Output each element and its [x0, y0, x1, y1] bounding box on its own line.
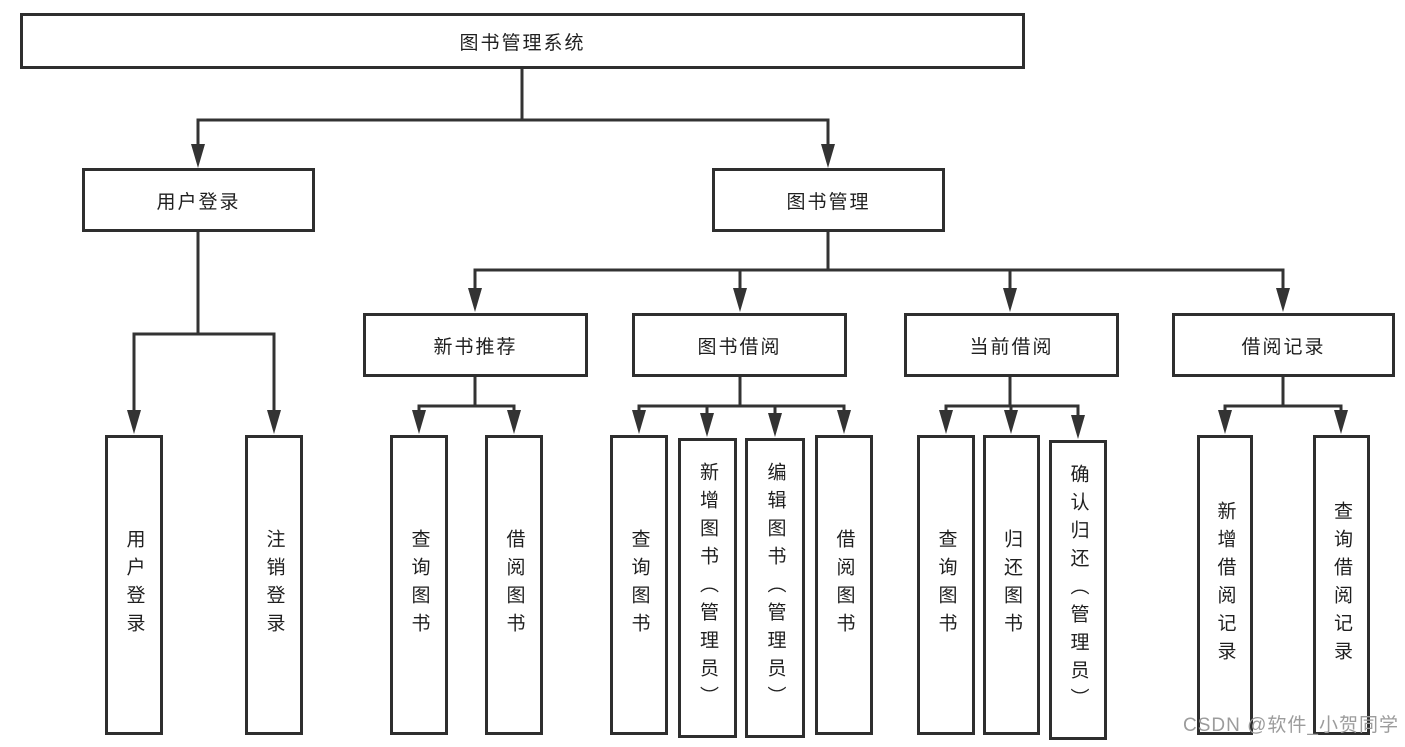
- leaf-user-login: 用户登录: [105, 435, 163, 735]
- node-current-borrow-label: 当前借阅: [969, 336, 1054, 358]
- leaf-add-borrow-record: 新增借阅记录: [1197, 435, 1253, 735]
- leaf-edit-book-admin-label: 编辑图书（管理员）: [764, 462, 786, 714]
- leaf-return-books-label: 归还图书: [1001, 529, 1022, 641]
- node-root-label: 图书管理系统: [459, 32, 586, 54]
- leaf-query-books-2: 查询图书: [610, 435, 668, 735]
- leaf-add-borrow-record-label: 新增借阅记录: [1214, 501, 1236, 669]
- leaf-add-book-admin: 新增图书（管理员）: [678, 438, 737, 738]
- node-book-borrow-label: 图书借阅: [697, 336, 782, 358]
- node-root: 图书管理系统: [20, 13, 1025, 69]
- leaf-logout: 注销登录: [245, 435, 303, 735]
- leaf-query-borrow-record-label: 查询借阅记录: [1331, 501, 1352, 669]
- leaf-add-book-admin-label: 新增图书（管理员）: [697, 462, 718, 714]
- leaf-borrow-books-1-label: 借阅图书: [503, 529, 525, 641]
- node-book-borrow: 图书借阅: [632, 313, 847, 377]
- node-book-management: 图书管理: [712, 168, 945, 232]
- node-user-login: 用户登录: [82, 168, 315, 232]
- leaf-query-books-1: 查询图书: [390, 435, 448, 735]
- node-current-borrow: 当前借阅: [904, 313, 1119, 377]
- leaf-return-books: 归还图书: [983, 435, 1040, 735]
- node-user-login-label: 用户登录: [156, 191, 241, 213]
- leaf-confirm-return-admin: 确认归还（管理员）: [1049, 440, 1107, 740]
- node-book-management-label: 图书管理: [786, 191, 871, 213]
- leaf-edit-book-admin: 编辑图书（管理员）: [745, 438, 805, 738]
- node-borrow-records-label: 借阅记录: [1241, 336, 1326, 358]
- leaf-query-books-3: 查询图书: [917, 435, 975, 735]
- node-new-book-recommend-label: 新书推荐: [433, 336, 518, 358]
- leaf-query-books-2-label: 查询图书: [628, 529, 650, 641]
- leaf-borrow-books-2: 借阅图书: [815, 435, 873, 735]
- watermark: CSDN @软件_小贺同学: [1183, 715, 1399, 736]
- leaf-borrow-books-1: 借阅图书: [485, 435, 543, 735]
- node-new-book-recommend: 新书推荐: [363, 313, 588, 377]
- leaf-query-borrow-record: 查询借阅记录: [1313, 435, 1370, 735]
- leaf-borrow-books-2-label: 借阅图书: [833, 529, 855, 641]
- node-borrow-records: 借阅记录: [1172, 313, 1395, 377]
- leaf-confirm-return-admin-label: 确认归还（管理员）: [1067, 464, 1089, 716]
- leaf-query-books-3-label: 查询图书: [935, 529, 957, 641]
- leaf-logout-label: 注销登录: [263, 529, 285, 641]
- leaf-query-books-1-label: 查询图书: [408, 529, 430, 641]
- leaf-user-login-label: 用户登录: [123, 529, 145, 641]
